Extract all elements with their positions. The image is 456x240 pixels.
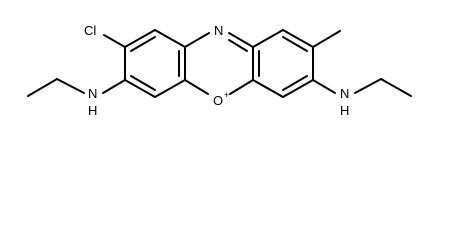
bond-c-cl: [103, 34, 126, 48]
bond-methyl: [312, 30, 341, 48]
molecule-diagram: Cl N O + N H N H: [27, 23, 412, 118]
bond-center-n-right-double: [228, 39, 248, 52]
bond-left-ring-2: [154, 29, 186, 48]
bond-c-nh-left: [102, 79, 126, 94]
atom-label-h-left: H: [88, 103, 97, 118]
bond-center-o-right: [229, 79, 254, 95]
bond-left-ring-4: [154, 79, 186, 98]
atom-label-nh-right: N: [340, 86, 349, 101]
bond-right-ring-5: [252, 79, 284, 98]
bond-left-ring-double-a: [130, 36, 156, 52]
atom-label-nh-left: N: [88, 86, 97, 101]
atom-label-cl: Cl: [84, 23, 96, 38]
structure-canvas: Cl N O + N H N H: [27, 23, 412, 118]
bond-left-ring-5: [124, 79, 156, 98]
bond-center-o-left: [184, 79, 209, 95]
bond-center-n-left: [184, 32, 210, 48]
bond-c-nh-right: [312, 79, 336, 94]
bond-ethyl-left-2: [27, 78, 58, 97]
bond-center-n-right: [228, 32, 254, 48]
bond-right-ring-double-a: [282, 36, 308, 52]
bond-nh-ethyl-left-1: [56, 78, 85, 94]
bond-left-ring-double-c: [130, 75, 156, 91]
bond-right-ring-double-b: [282, 75, 308, 91]
bond-ethyl-right-2: [380, 78, 412, 97]
bond-right-ring-4: [282, 79, 314, 98]
bond-right-ring-1: [252, 29, 284, 48]
bond-nh-ethyl-right-1: [354, 78, 382, 94]
atom-label-h-right: H: [340, 103, 349, 118]
atom-label-o-bridge: O: [213, 93, 223, 108]
atom-charge-o: +: [224, 90, 229, 100]
bond-right-ring-2: [282, 29, 314, 48]
bond-left-ring-1: [124, 29, 156, 48]
atom-label-n-bridge: N: [214, 23, 223, 38]
